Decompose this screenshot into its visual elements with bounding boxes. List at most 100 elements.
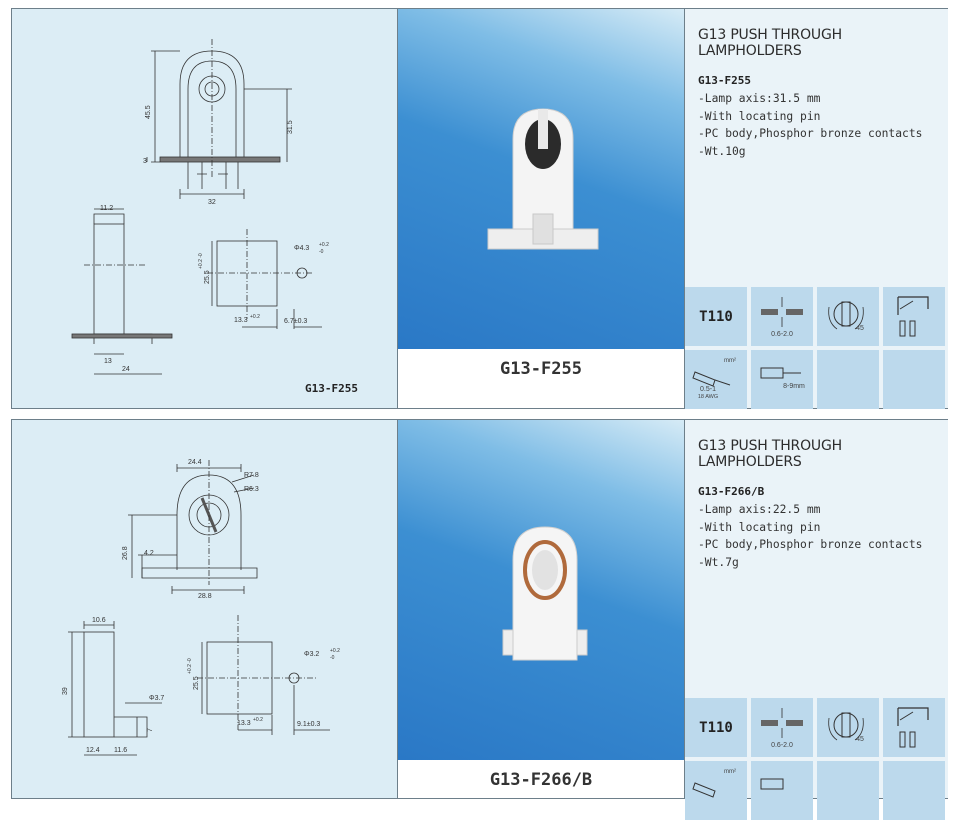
wire-gauge-cell: mm² 0.5-1 18 AWG [685,350,747,409]
empty-cell [817,761,879,820]
dimension-drawing-f266b: 24.4 R7.8 R6.3 26.8 4.2 28.8 10.6 39 Φ3.… [62,459,340,756]
dim-d1-tol: +0.2 [330,648,340,654]
panel-thickness-cell: 0.6-2.0 [751,698,813,757]
dim-d1-tol: +0.2 [319,242,329,248]
feature-item: -With locating pin [698,109,821,123]
dim-d1-tol2: -0 [319,249,324,255]
dim-h5: 25.5 [193,676,200,690]
t110-cell: T110 [685,287,747,346]
strip-length-icon [760,367,801,379]
panel-thickness-icon [761,708,803,738]
model-number: G13-F255 [698,74,751,87]
strip-length-cell: 8-9mm [751,350,813,409]
product-heading: G13 PUSH THROUGH LAMPHOLDERS [698,27,842,59]
wire-icon [692,371,731,387]
dim-h3: 3 [143,158,147,165]
dim-w5-tol: +0.2 [250,314,260,320]
mm2-label: mm² [724,358,736,364]
feature-item: -With locating pin [698,520,821,534]
spec-icon-grid: T110 0.6-2.0 45 [685,698,948,822]
empty-cell [883,350,945,409]
spec-panel-f255: G13 PUSH THROUGH LAMPHOLDERS G13-F255 -L… [685,9,948,411]
dim-d1-tol2: -0 [330,655,335,661]
mounting-cell [883,287,945,346]
wire-gauge-label: 0.5-1 [700,386,716,393]
panel-thickness-cell: 0.6-2.0 [751,287,813,346]
spec-icon-grid: T110 0.6-2.0 45 [685,287,948,411]
mounting-icon [897,296,929,337]
empty-cell [817,350,879,409]
dim-h4: 25.5 [204,270,211,284]
product-heading: G13 PUSH THROUGH LAMPHOLDERS [698,438,842,470]
feature-item: -Wt.7g [698,555,739,569]
t110-label: T110 [699,309,733,325]
dim-w2: 10.6 [92,617,106,624]
dim-w3: 12.4 [86,747,100,754]
feature-item: -PC body,Phosphor bronze contacts [698,538,923,551]
empty-cell [883,761,945,820]
dim-d1: Φ4.3 [294,245,309,252]
technical-drawing-f255: 45.5 31.5 3 32 11.2 13 24 Φ4.3 +0.2 -0 2… [12,9,398,408]
panel-thickness-icon [761,297,803,327]
feature-item: -Lamp axis:22.5 mm [698,503,821,516]
product-photo-f266b: G13-F266/B [398,420,685,798]
dim-w1: 28.8 [198,593,212,600]
dim-w6: 6.7±0.3 [284,318,307,325]
dim-r2: R6.3 [244,486,259,493]
rotation-icon [828,712,864,741]
dim-h3: 39 [62,687,69,695]
dim-h2: 4.2 [144,550,154,557]
product-photo-f255: G13-F255 [398,9,685,408]
lampholder-image-f255 [487,108,599,250]
photo-caption: G13-F266/B [398,760,684,798]
mm2-label: mm² [724,769,736,775]
dim-h4: 7 [147,728,154,732]
rotation-icon [828,301,864,330]
lampholder-image-f266b [502,526,588,661]
dim-w5: 13.3 [237,720,251,727]
dim-h5-tol: +0.2 -0 [187,658,193,674]
mounting-icon [897,707,929,748]
model-number: G13-F266/B [698,485,765,498]
feature-item: -Wt.10g [698,144,746,158]
feature-item: -PC body,Phosphor bronze contacts [698,127,923,140]
technical-drawing-f266b: 24.4 R7.8 R6.3 26.8 4.2 28.8 10.6 39 Φ3.… [12,420,398,798]
dim-h2: 31.5 [287,120,294,134]
dim-r1: R7.8 [244,472,259,479]
wire-awg-label: 18 AWG [697,394,719,400]
panel-range-label: 0.6-2.0 [771,331,793,338]
rotate-angle-label: 45 [856,325,864,332]
product-panel-f255: 45.5 31.5 3 32 11.2 13 24 Φ4.3 +0.2 -0 2… [11,8,948,409]
strip-length-label: 8-9mm [783,383,805,390]
wire-gauge-cell: mm² [685,761,747,820]
dim-w3: 13 [104,358,112,365]
dim-w2: 11.2 [100,205,113,212]
photo-caption: G13-F255 [398,349,684,408]
dim-w5-tol: +0.2 [253,717,263,723]
rotation-cell: 45 [817,698,879,757]
feature-item: -Lamp axis:31.5 mm [698,92,821,105]
dim-h1: 26.8 [122,546,129,560]
rotate-angle-label: 45 [856,736,864,743]
dim-h4-tol: +0.2 -0 [198,253,204,269]
drawing-label: G13-F255 [305,382,358,395]
dim-w4: 11.6 [114,747,127,754]
mounting-cell [883,698,945,757]
dim-w5: 13.3 [234,317,248,324]
panel-range-label: 0.6-2.0 [771,742,793,749]
strip-length-cell [751,761,813,820]
dim-d1: Φ3.2 [304,651,319,658]
dim-w4: 24 [122,366,130,373]
dim-w6: 9.1±0.3 [297,721,320,728]
spec-panel-f266b: G13 PUSH THROUGH LAMPHOLDERS G13-F266/B … [685,420,948,820]
feature-list: -Lamp axis:22.5 mm -With locating pin -P… [698,501,948,571]
t110-cell: T110 [685,698,747,757]
dimension-drawing-f255: 45.5 31.5 3 32 11.2 13 24 Φ4.3 +0.2 -0 2… [71,39,329,375]
strip-length-icon [760,778,784,790]
t110-label: T110 [699,720,733,736]
dim-w1: 32 [208,199,216,206]
dim-d0: Φ3.7 [149,695,164,702]
dim-h1: 45.5 [145,105,152,119]
dim-w0: 24.4 [188,459,202,466]
product-panel-f266b: 24.4 R7.8 R6.3 26.8 4.2 28.8 10.6 39 Φ3.… [11,419,948,820]
